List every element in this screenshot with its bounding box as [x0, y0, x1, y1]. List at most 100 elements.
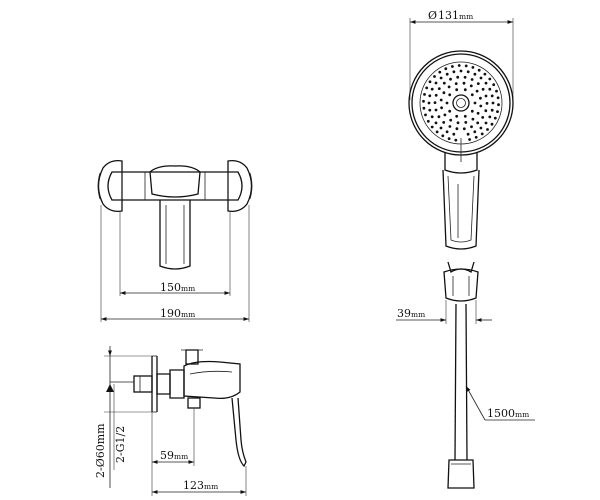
spray-nozzle: [473, 101, 477, 105]
spray-nozzle: [479, 104, 483, 108]
spray-nozzle: [452, 70, 456, 74]
mixer-side-view: [104, 346, 247, 496]
dim-wall-to-outlet-unit: mm: [174, 452, 188, 461]
spray-nozzle: [470, 93, 474, 97]
spray-nozzle: [484, 121, 488, 125]
dim-overall-depth-value: 123: [183, 479, 204, 492]
spray-nozzle: [455, 88, 459, 92]
dim-wall-to-outlet-value: 59: [160, 449, 174, 462]
dim-hose-length-unit: mm: [515, 410, 529, 419]
spray-nozzle: [459, 69, 463, 73]
spray-nozzle: [470, 78, 474, 81]
spray-nozzle: [447, 137, 451, 141]
spray-nozzle: [479, 76, 483, 80]
spray-nozzle: [423, 93, 426, 96]
spray-nozzle: [455, 127, 459, 131]
spray-nozzle: [448, 109, 452, 113]
spray-nozzle: [422, 106, 426, 110]
dim-overall-depth-unit: mm: [204, 482, 218, 491]
spray-nozzle: [444, 67, 448, 71]
spray-nozzle: [486, 128, 489, 131]
spray-nozzle: [463, 88, 467, 92]
spray-nozzle: [441, 134, 445, 138]
spray-nozzle: [483, 72, 487, 76]
spray-nozzle: [445, 101, 449, 105]
spray-nozzle: [496, 110, 499, 113]
spray-nozzle: [430, 87, 434, 91]
spray-nozzle: [433, 101, 437, 104]
spray-nozzle: [488, 77, 492, 81]
spray-nozzle: [430, 115, 434, 119]
spray-nozzle: [447, 85, 451, 89]
dim-holder-width-value: 39: [397, 307, 411, 320]
spray-nozzle: [490, 94, 494, 98]
spray-nozzle: [491, 101, 495, 105]
spray-nozzle: [427, 101, 431, 105]
spray-nozzle: [433, 75, 436, 78]
spray-nozzle: [470, 125, 473, 129]
spray-nozzle: [445, 72, 449, 76]
spray-nozzle: [471, 117, 475, 121]
spray-nozzle: [438, 70, 442, 74]
spray-nozzle: [442, 81, 446, 85]
spray-nozzle: [439, 76, 443, 80]
spray-nozzle: [488, 115, 492, 119]
spray-nozzle: [448, 93, 452, 97]
spray-nozzle: [456, 121, 460, 125]
dim-inlet-spacing-unit: mm: [181, 284, 195, 293]
dim-head-diameter-unit: mm: [459, 12, 473, 21]
dim-head-diameter-symbol: Ø: [428, 9, 437, 22]
spray-nozzle: [479, 96, 482, 100]
spray-nozzle: [442, 121, 446, 124]
spray-nozzle: [464, 121, 468, 124]
spray-nozzle: [479, 126, 483, 130]
spray-nozzle: [425, 86, 429, 90]
dim-holder-width-unit: mm: [411, 310, 425, 319]
spray-nozzle: [434, 93, 438, 97]
spray-nozzle: [449, 77, 452, 81]
spray-nozzle: [428, 80, 432, 84]
spray-nozzle: [445, 130, 449, 134]
dim-inlet-spacing-value: 150: [160, 281, 181, 294]
spray-nozzle: [437, 87, 441, 90]
spray-nozzle: [451, 65, 454, 68]
spray-nozzle: [439, 126, 443, 130]
spray-nozzle: [462, 127, 466, 131]
spray-nozzle: [485, 102, 489, 105]
spray-nozzle: [474, 135, 478, 139]
dim-overall-width-unit: mm: [181, 310, 195, 319]
spray-nozzle: [448, 125, 452, 128]
dim-escutcheon-diameter: 2-Ø60mm: [94, 423, 107, 478]
spray-nozzle: [440, 106, 443, 110]
spray-nozzle: [434, 108, 438, 112]
spray-nozzle: [490, 122, 494, 126]
spray-nozzle: [466, 132, 470, 136]
spray-nozzle: [426, 119, 430, 123]
mixer-front-view: [97, 160, 253, 322]
spray-nozzle: [476, 121, 480, 125]
dim-inlet-thread: 2-G1/2: [114, 426, 127, 463]
spray-nozzle: [495, 89, 498, 93]
spray-nozzle: [493, 116, 497, 120]
spray-nozzle: [481, 87, 485, 91]
spray-nozzle: [480, 132, 484, 136]
spray-nozzle: [449, 118, 453, 122]
spray-nozzle: [424, 113, 427, 117]
spray-nozzle: [497, 103, 500, 107]
spray-nozzle: [454, 82, 458, 85]
spray-nozzle: [484, 109, 488, 113]
dim-head-diameter-value: 131: [438, 9, 459, 22]
spray-nozzle: [437, 115, 441, 119]
spray-nozzle: [452, 132, 456, 136]
spray-nozzle: [464, 64, 468, 68]
spray-nozzle: [492, 83, 496, 87]
spray-nozzle: [422, 99, 425, 103]
spray-nozzle: [443, 113, 447, 117]
spray-nozzle: [475, 89, 479, 93]
spray-nozzles: [422, 64, 500, 142]
spray-nozzle: [428, 94, 432, 98]
spray-nozzle: [496, 96, 500, 100]
spray-nozzle: [469, 84, 473, 88]
spray-nozzle: [434, 81, 438, 85]
